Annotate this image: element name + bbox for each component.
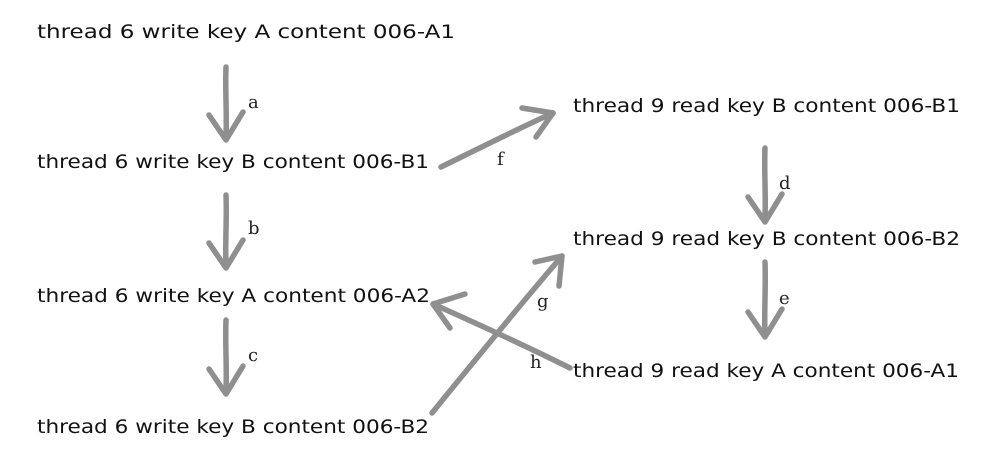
edge-a-label: a [248,92,259,113]
node-t6-write-b2: thread 6 write key B content 006-B2 [37,416,429,438]
edge-f-arrow [438,105,556,170]
edge-b-arrow [206,192,246,271]
edge-c-arrow [206,317,246,397]
edge-labels-layer: a b c d e f g h [248,92,791,373]
edge-a-arrow [206,64,246,143]
node-t9-read-a1: thread 9 read key A content 006-A1 [573,360,959,382]
edge-g-label: g [537,291,549,312]
node-t9-read-b1: thread 9 read key B content 006-B1 [573,95,960,117]
nodes-layer: thread 6 write key A content 006-A1 thre… [37,21,960,438]
edge-h-arrow [430,291,573,371]
edge-b-label: b [248,218,260,239]
edge-e-arrow [745,259,785,340]
node-t6-write-a2: thread 6 write key A content 006-A2 [37,285,430,307]
node-t6-write-a1: thread 6 write key A content 006-A1 [37,21,455,43]
edge-e-label: e [779,288,790,309]
edge-c-label: c [248,345,258,366]
edge-d-arrow [745,145,785,225]
edge-d-label: d [779,173,791,194]
edge-h-label: h [530,352,542,373]
node-t9-read-b2: thread 9 read key B content 006-B2 [573,228,960,250]
edge-f-label: f [497,149,505,170]
node-t6-write-b1: thread 6 write key B content 006-B1 [37,151,429,173]
edges-layer [206,64,785,416]
